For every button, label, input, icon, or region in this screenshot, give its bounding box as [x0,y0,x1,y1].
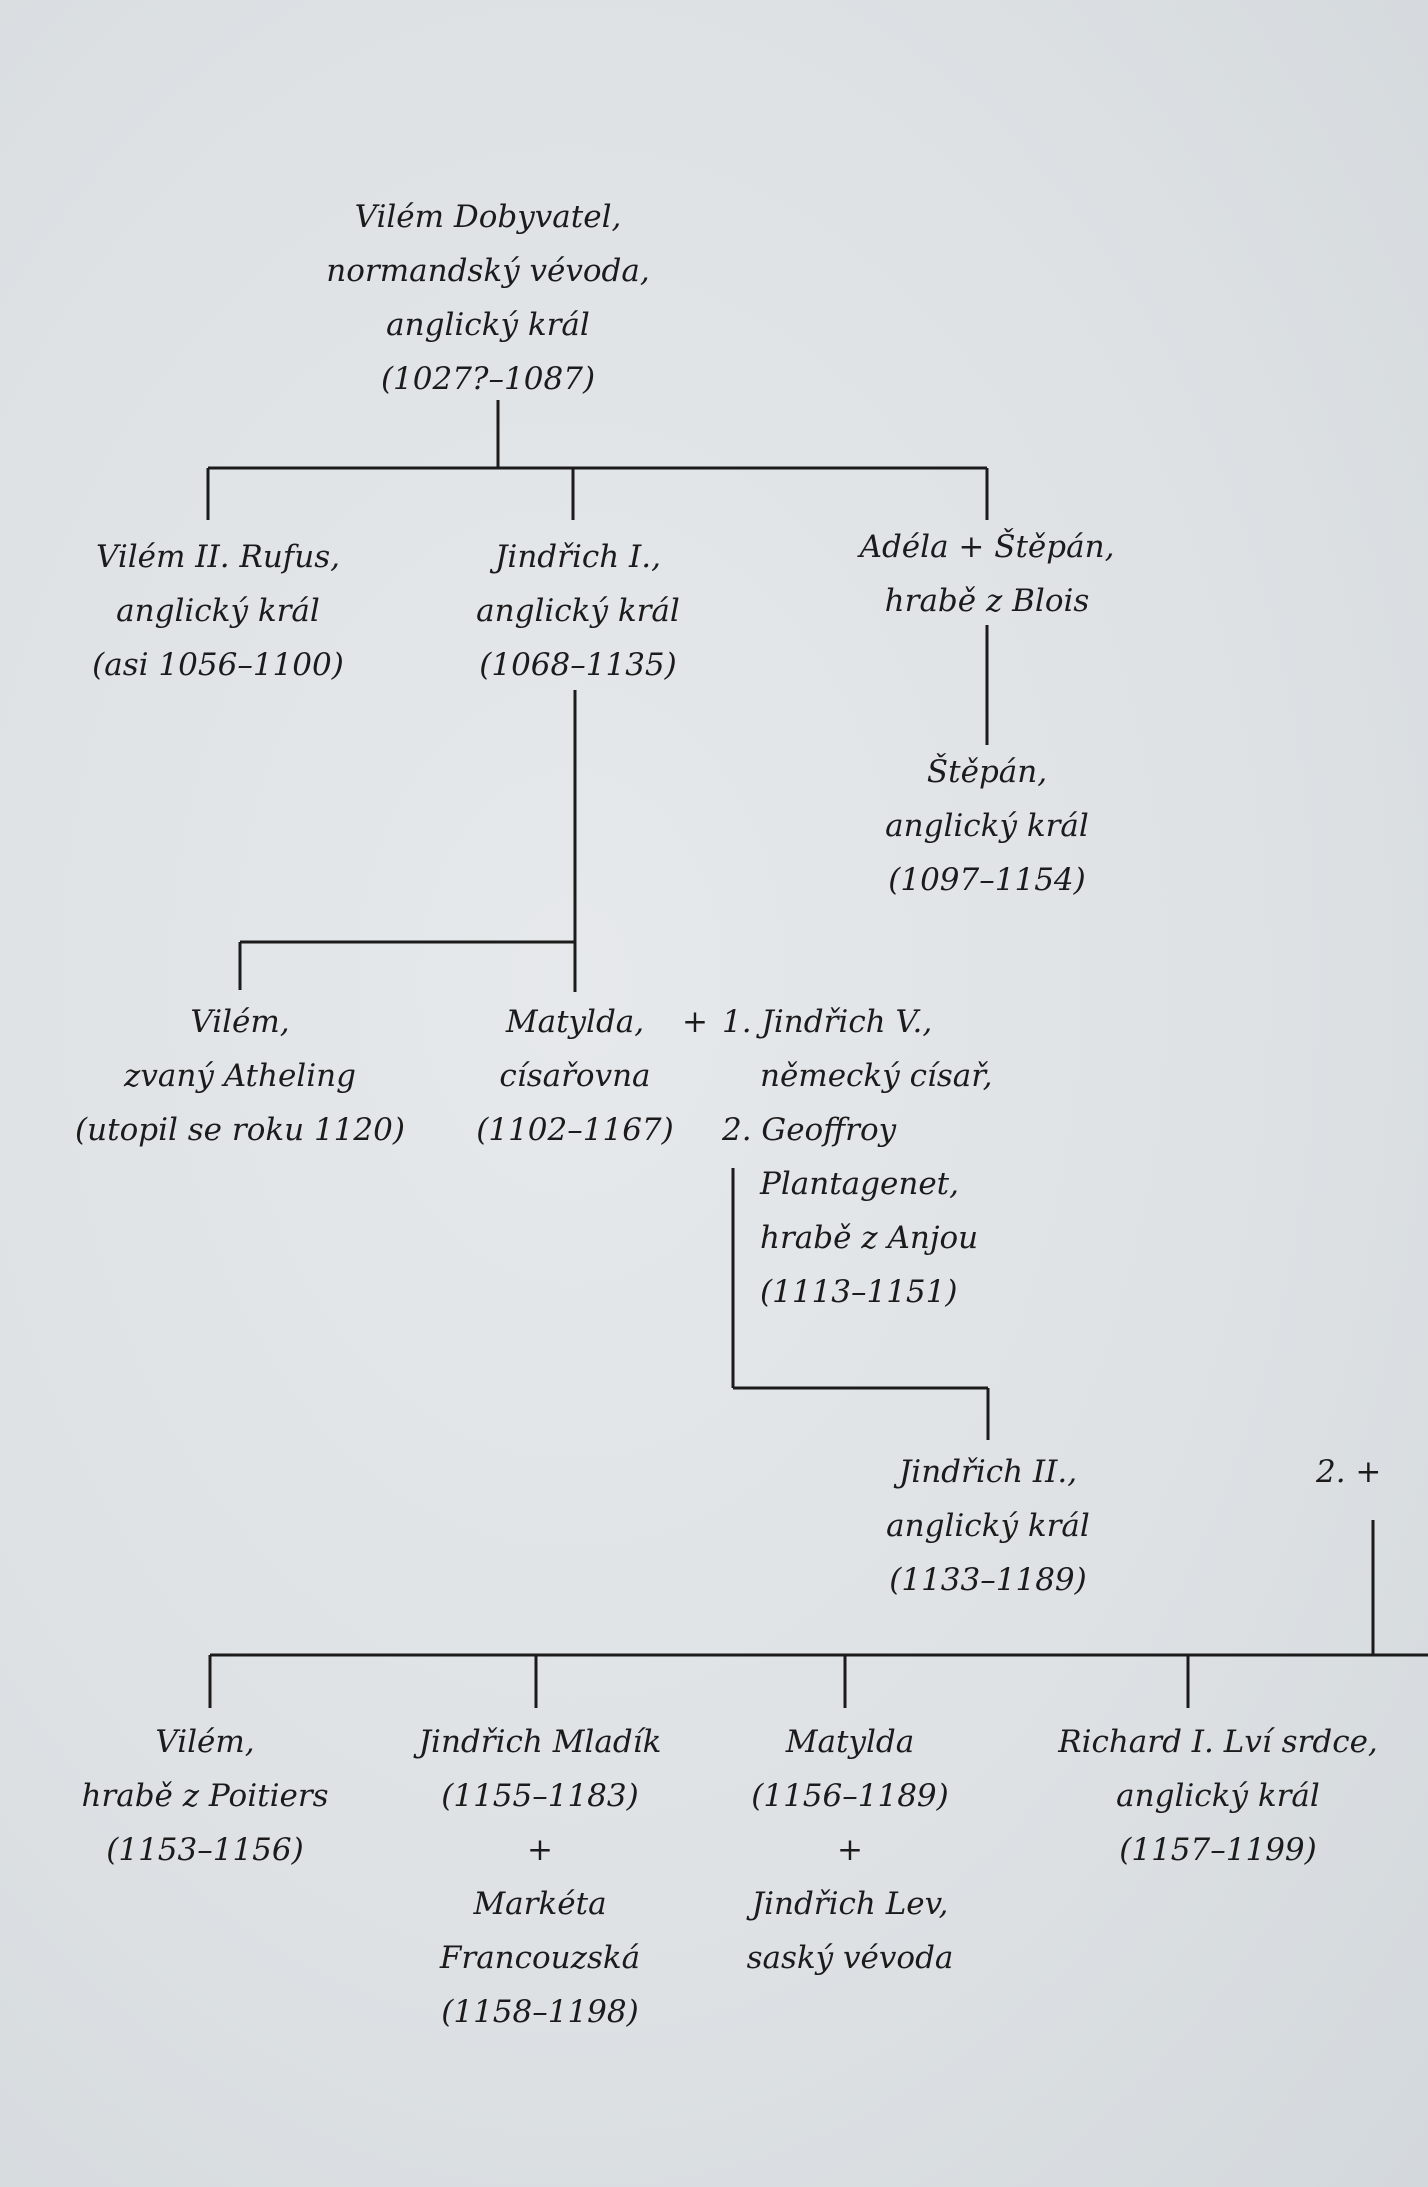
text-line: (1068–1135) [479,647,677,683]
node-matilda: Matylda (1156–1189) + Jindřich Lev, sask… [747,1715,954,1985]
node-henry-young-king: Jindřich Mladík (1155–1183) + Markéta Fr… [419,1715,662,2039]
text-line: Vilém, [190,1004,290,1040]
node-william-poitiers: Vilém, hrabě z Poitiers (1153–1156) [81,1715,328,1877]
text-line: Jindřich I., [494,539,662,575]
text-line: hrabě z Blois [884,583,1090,619]
text-line: 2. Geoffroy [722,1112,897,1148]
text-line: (utopil se roku 1120) [75,1112,405,1148]
text-line: anglický král [386,307,590,343]
text-line: Štěpán, [926,754,1048,790]
text-line: (1133–1189) [889,1562,1087,1598]
text-line: anglický král [116,593,320,629]
text-line: (1155–1183) [441,1778,639,1814]
text-line: císařovna [499,1058,651,1094]
node-henry-ii: Jindřich II., anglický král (1133–1189) [886,1445,1090,1607]
node-adela: Adéla + Štěpán, hrabě z Blois [860,520,1115,628]
node-richard-lionheart: Richard I. Lví srdce, anglický král (115… [1058,1715,1378,1877]
text-line: Vilém II. Rufus, [96,539,340,575]
text-line: 1. Jindřich V., [722,1004,933,1040]
plus-sign: + [682,1004,708,1040]
text-line: anglický král [476,593,680,629]
text-line: 2. + [1316,1454,1382,1490]
text-line: hrabě z Anjou [760,1220,979,1256]
text-line: Matylda [785,1724,915,1760]
node-stephen: Štěpán, anglický král (1097–1154) [885,745,1089,907]
text-line: + [527,1832,553,1868]
text-line: Vilém Dobyvatel, [354,199,622,235]
text-line: Richard I. Lví srdce, [1058,1724,1378,1760]
text-line: saský vévoda [746,1940,954,1976]
text-line: (1027?–1087) [380,361,596,397]
text-line: Jindřich Mladík [418,1724,662,1760]
text-line: německý císař, [760,1058,993,1094]
text-line: Francouzská [439,1940,641,1976]
node-matilda-empress: Matylda, císařovna (1102–1167) [476,995,673,1157]
node-henry-i: Jindřich I., anglický král (1068–1135) [476,530,680,692]
text-line: normandský vévoda, [326,253,650,289]
text-line: hrabě z Poitiers [81,1778,329,1814]
text-line: Markéta [473,1886,607,1922]
text-line: (1102–1167) [476,1112,674,1148]
marriage-marker: 2. + [1316,1445,1381,1499]
text-line: Jindřich II., [898,1454,1078,1490]
text-line: (asi 1056–1100) [92,647,344,683]
text-line: (1157–1199) [1119,1832,1317,1868]
text-line: anglický král [886,1508,1090,1544]
node-william-atheling: Vilém, zvaný Atheling (utopil se roku 11… [75,995,405,1157]
text-line: (1113–1151) [760,1274,958,1310]
text-line: (1153–1156) [106,1832,304,1868]
text-line: Matylda, [505,1004,645,1040]
node-husbands: 1. Jindřich V., německý císař, 2. Geoffr… [722,995,993,1319]
text-line: (1156–1189) [751,1778,949,1814]
node-william-conqueror: Vilém Dobyvatel, normandský vévoda, angl… [326,190,649,406]
text-line: (1158–1198) [441,1994,639,2030]
text-line: Plantagenet, [760,1166,959,1202]
text-line: Vilém, [155,1724,255,1760]
text-line: Jindřich Lev, [751,1886,949,1922]
text-line: (1097–1154) [888,862,1086,898]
marriage-plus: + [682,995,708,1049]
node-william-rufus: Vilém II. Rufus, anglický král (asi 1056… [92,530,344,692]
text-line: + [837,1832,863,1868]
text-line: zvaný Atheling [124,1058,356,1094]
text-line: anglický král [1116,1778,1320,1814]
text-line: Adéla + Štěpán, [859,529,1115,565]
text-line: anglický král [885,808,1089,844]
